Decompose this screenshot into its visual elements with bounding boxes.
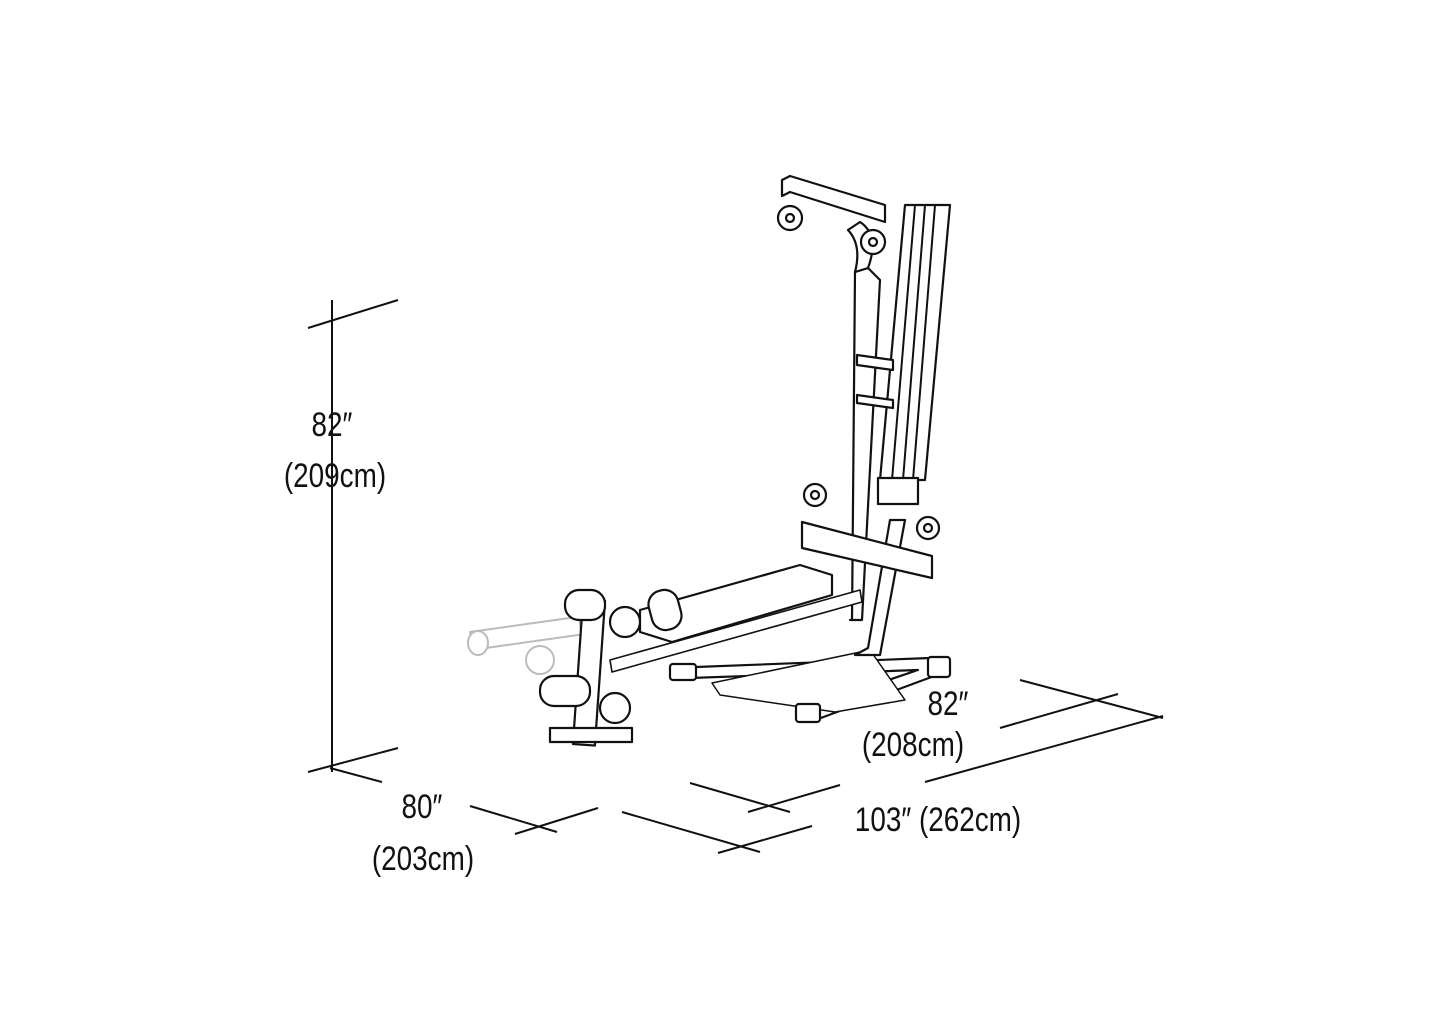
depth-imperial-label: 82″ xyxy=(927,685,969,723)
depth-metric-label: (208cm) xyxy=(861,726,965,764)
gym-machine-drawing xyxy=(467,174,952,747)
width-imperial-label: 80″ xyxy=(401,788,443,826)
height-metric-label: (209cm) xyxy=(283,457,387,495)
width-metric-label: (203cm) xyxy=(371,840,475,878)
height-imperial-label: 82″ xyxy=(311,406,353,444)
dimension-lines xyxy=(307,299,1164,854)
length-label: 103″ (262cm) xyxy=(854,801,1022,839)
